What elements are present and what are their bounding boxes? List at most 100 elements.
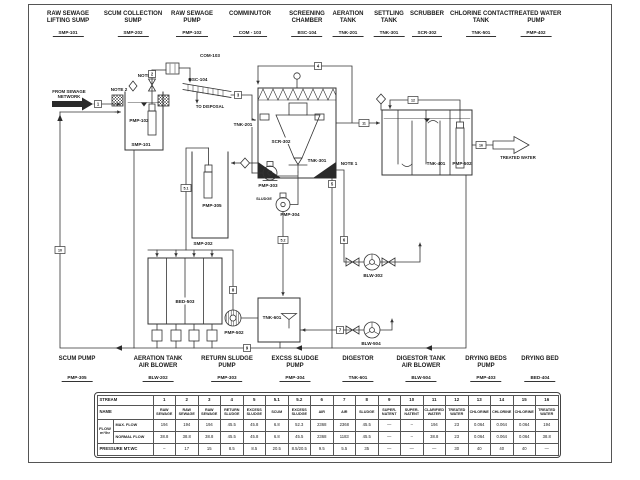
equipment-code: BED-404	[524, 375, 556, 382]
pressure-value-cell: —	[400, 442, 424, 456]
stream-tag-number: 16	[479, 144, 483, 148]
stream-name-cell: TREATED WATER	[445, 404, 469, 420]
equipment-name: AIR BLOWER	[401, 362, 441, 369]
max-flow-value-cell: 0.064	[490, 418, 514, 432]
stream-tag-number: 6	[343, 238, 346, 243]
normal-flow-value-cell: –	[400, 430, 424, 444]
normal-flow-value-cell: 45.5	[220, 430, 244, 444]
equipment-name: SCUM PUMP	[58, 356, 96, 362]
equipment-name: SETTLING	[374, 11, 404, 17]
diagram-label: SMP-101	[131, 142, 151, 147]
equipment-name: TREATED WATER	[510, 11, 562, 17]
max-flow-value-cell: 0.064	[467, 418, 491, 432]
normal-flow-value-cell: 0.064	[512, 430, 536, 444]
max-flow-value-cell: 45.5	[220, 418, 244, 432]
normal-flow-value-cell: 38.8	[422, 430, 446, 444]
diagram-label: PMP-502	[224, 330, 244, 335]
equipment-name: SCUM COLLECTION	[103, 11, 163, 17]
diagram-label: TO DISPOSAL	[196, 104, 225, 109]
equipment-name: DRYING BEDS	[465, 356, 507, 362]
normal-flow-value-cell: 38.8	[152, 430, 176, 444]
diagram-label: TNK-601	[263, 315, 282, 320]
equipment-name: SCRUBBER	[409, 11, 445, 17]
stream-number-cell: 10	[400, 394, 424, 406]
equipment-code: COM - 103	[232, 30, 268, 37]
stream-number-cell: 1	[152, 394, 176, 406]
max-flow-value-cell: 0.064	[512, 418, 536, 432]
equipment-name: RAW SEWAGE	[170, 11, 214, 17]
stream-name-cell: CHLORINE	[512, 404, 536, 420]
pressure-value-cell: 35	[355, 442, 379, 456]
max-flow-value-cell: 23	[445, 418, 469, 432]
equipment-name: PUMP	[477, 362, 495, 369]
pressure-value-cell: 40	[467, 442, 491, 456]
stream-tag-box	[54, 246, 66, 254]
equipment-code: TNK-501	[465, 30, 497, 37]
stream-name-cell: SUPER- NATENT	[377, 404, 401, 420]
normal-flow-value-cell: 38.8	[197, 430, 221, 444]
diagram-label: PMP-304	[280, 212, 300, 217]
stream-name-cell: EXCESS SLUDGE	[287, 404, 311, 420]
inlet-line	[52, 97, 121, 111]
equipment-name: SCREENING	[289, 11, 325, 17]
diagram-label: NOTE 3	[138, 73, 155, 78]
equipment-code: BLW-504	[405, 375, 437, 382]
diagram-label: PMP-502	[452, 161, 472, 166]
normal-flow-value-cell: 6.8	[265, 430, 289, 444]
stream-name-cell: CHLORINE	[490, 404, 514, 420]
stream-number-cell: 4	[220, 394, 244, 406]
stream-name-cell: RAW SEWAGE	[152, 404, 176, 420]
stream-tag-box	[407, 96, 419, 104]
diagram-label: SLUDGE	[256, 197, 272, 201]
stream-tag-box	[340, 236, 348, 244]
stream-name-cell: RAW SEWAGE	[175, 404, 199, 420]
pressure-value-cell: 8.5/20.5	[287, 442, 311, 456]
equipment-name: LIFTING SUMP	[46, 17, 90, 24]
diagram-label: TNK-301	[308, 158, 327, 163]
normal-flow-value-cell: 45.5	[287, 430, 311, 444]
normal-flow-value-cell: —	[377, 430, 401, 444]
stream-tag-number: 1	[97, 102, 100, 107]
normal-flow-value-cell: 38.8	[535, 430, 559, 444]
equipment-code: PMP-403	[470, 375, 502, 382]
stream-tag-number: 12	[411, 99, 415, 103]
equipment-name: TANK	[380, 17, 398, 24]
equipment-name: TANK	[339, 17, 357, 24]
max-flow-value-cell: 2368	[310, 418, 334, 432]
stream-number-cell: 13	[467, 394, 491, 406]
equipment-name: DIGESTOR	[342, 356, 374, 362]
max-flow-value-cell: 2368	[332, 418, 356, 432]
pressure-value-cell: 5.5	[332, 442, 356, 456]
equipment-code: TNK-201	[332, 30, 364, 37]
equipment-name: PUMP	[183, 17, 201, 24]
stream-tag-number: 8	[232, 288, 235, 293]
max-flow-value-cell: 6.8	[265, 418, 289, 432]
normal-flow-value-cell: 1183	[332, 430, 356, 444]
equipment-code: SCR-302	[411, 30, 443, 37]
diagram-label: NOTE 1	[341, 161, 358, 166]
stream-number-cell: 5.1	[265, 394, 289, 406]
pressure-value-cell: 20.5	[265, 442, 289, 456]
stream-tag-number: 4	[317, 64, 320, 69]
stream-tag-number: 2	[151, 72, 154, 77]
pressure-value-cell: 8.5	[220, 442, 244, 456]
diagram-label: TNK-401	[427, 161, 446, 166]
normal-flow-label-cell: NORMAL FLOW	[112, 430, 154, 444]
stream-number-cell: 3	[197, 394, 221, 406]
max-flow-value-cell: 52.3	[287, 418, 311, 432]
equipment-name: TANK	[472, 17, 490, 24]
stream-name-cell: RAW SEWAGE	[197, 404, 221, 420]
stream-name-cell: SCUM	[265, 404, 289, 420]
diagram-label: BED-503	[176, 299, 195, 304]
